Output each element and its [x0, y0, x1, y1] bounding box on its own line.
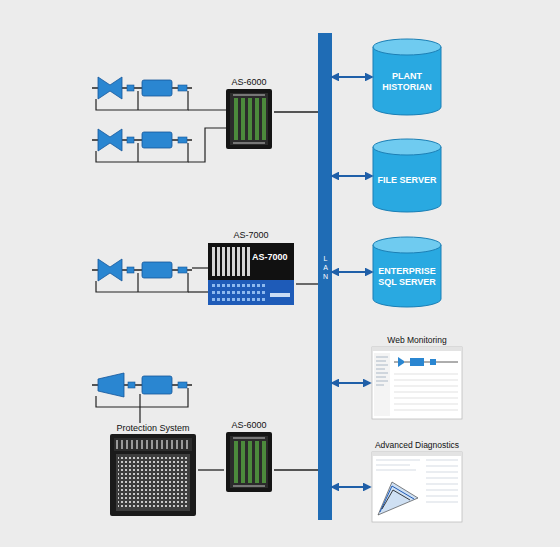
machine-train	[92, 129, 192, 162]
web-monitoring-screenshot	[372, 347, 462, 419]
database-cylinder: ENTERPRISE SQL SERVER	[372, 236, 442, 308]
sensor-wires	[140, 110, 226, 423]
as7000-rack	[208, 243, 294, 305]
network-arrow	[332, 76, 372, 78]
cylinder-text-area: ENTERPRISE SQL SERVER	[374, 252, 440, 302]
network-cable	[296, 283, 318, 284]
screenshot-panel: Web Monitoring	[370, 335, 464, 421]
sensor-wire	[192, 267, 208, 268]
rack-unit: AS-7000AS-7000	[206, 230, 296, 306]
network-arrow	[332, 175, 372, 177]
database-label: FILE SERVER	[378, 175, 437, 186]
rack-top	[208, 243, 294, 280]
protection-rack	[110, 434, 196, 516]
cylinder-top	[373, 39, 441, 55]
database-label: ENTERPRISE SQL SERVER	[374, 266, 440, 288]
sensor-wire	[188, 109, 226, 110]
network-arrow	[332, 271, 372, 273]
panel-label: AS-7000	[252, 252, 288, 263]
database-cylinder: FILE SERVER	[372, 138, 442, 213]
machine-train	[92, 259, 192, 292]
rack-panel	[116, 454, 190, 511]
network-arrow	[332, 382, 370, 384]
device-unit: AS-6000	[224, 77, 274, 150]
rack-slots	[212, 247, 250, 276]
database-label: PLANT HISTORIAN	[374, 71, 440, 93]
as6000-device	[226, 432, 272, 492]
cylinder-text-area: FILE SERVER	[374, 154, 440, 207]
device-heading: AS-6000	[214, 77, 284, 88]
database-cylinder: PLANT HISTORIAN	[372, 38, 442, 116]
bus-label: LAN	[318, 255, 332, 282]
rack-ports	[212, 284, 265, 301]
sensor-wire	[139, 407, 140, 423]
cylinder-body	[373, 47, 441, 115]
rack-card-row	[116, 440, 188, 449]
rack-cards	[114, 438, 192, 451]
lan-bus: LAN	[318, 33, 332, 520]
rack-bottom	[208, 280, 294, 305]
cylinder-body	[373, 245, 441, 307]
sensor-wire	[188, 128, 226, 162]
network-arrow	[332, 486, 370, 488]
device-unit: Protection System	[108, 423, 198, 517]
network-cable	[198, 469, 224, 470]
network-cable	[274, 469, 318, 470]
cylinder-text-area: PLANT HISTORIAN	[374, 54, 440, 110]
device-heading: AS-7000	[196, 230, 306, 241]
rack-frame	[110, 434, 196, 516]
screenshot-panel: Advanced Diagnostics	[370, 440, 464, 524]
device-heading: Protection System	[98, 423, 208, 434]
machine-trains	[92, 77, 192, 407]
device-unit: AS-6000	[224, 420, 274, 492]
as6000-device	[226, 89, 272, 149]
machine-train	[92, 373, 192, 407]
device-heading: AS-6000	[214, 420, 284, 431]
machine-train	[92, 77, 192, 110]
device-heading: Advanced Diagnostics	[360, 440, 474, 451]
network-cable	[274, 111, 318, 112]
sensor-wire	[188, 291, 208, 292]
cylinder-body	[373, 147, 441, 212]
cylinder-top	[373, 139, 441, 155]
rack-indicators	[118, 456, 188, 509]
rack-badge	[270, 293, 290, 297]
cylinder-top	[373, 237, 441, 253]
device-heading: Web Monitoring	[360, 335, 474, 346]
advanced-diagnostics-screenshot	[372, 452, 462, 522]
